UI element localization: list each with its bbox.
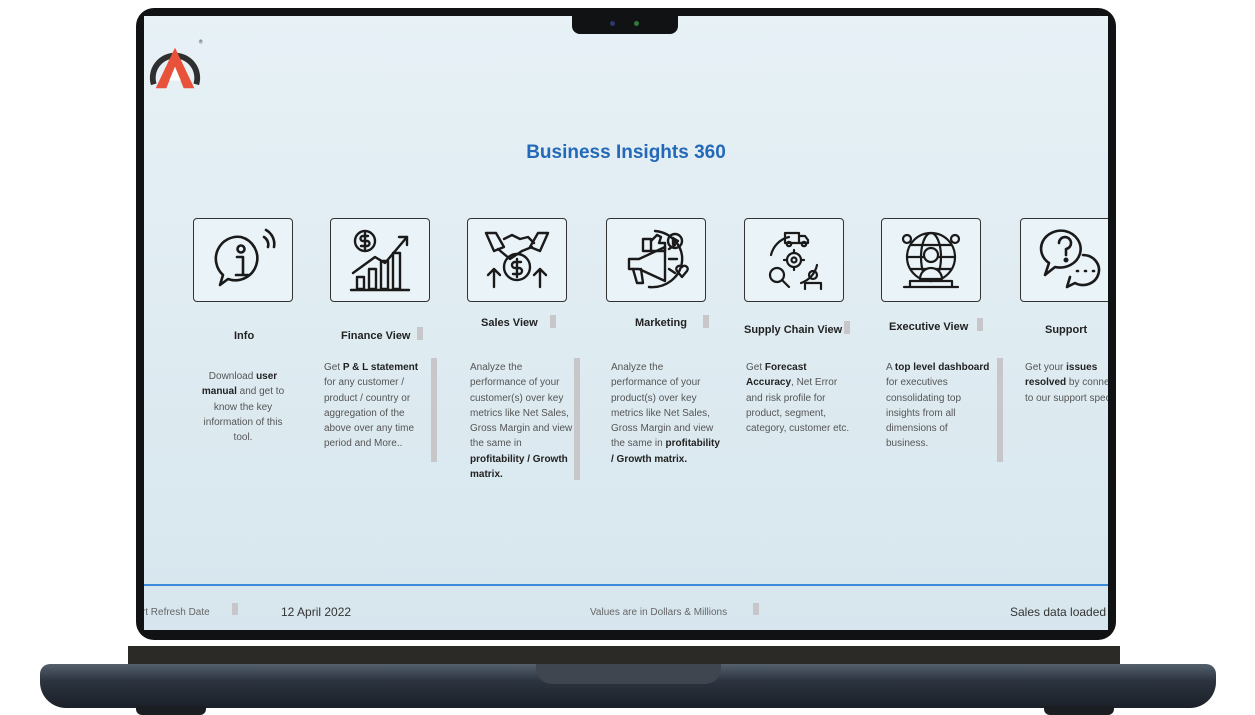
support-chat-icon [1039, 229, 1101, 289]
refresh-date-label: Report Refresh Date [144, 607, 210, 618]
scrollbar[interactable] [550, 315, 556, 328]
executive-view-button[interactable] [881, 218, 981, 302]
finance-view-title: Finance View [341, 330, 411, 342]
info-button[interactable] [193, 218, 293, 302]
camera-light-icon [634, 21, 639, 26]
sales-view-description: Analyze the performance of your customer… [470, 362, 573, 481]
svg-text:®: ® [198, 39, 203, 46]
info-title: Info [234, 330, 255, 342]
scrollbar[interactable] [417, 327, 423, 340]
scrollbar[interactable] [977, 318, 983, 331]
supply-chain-view-title: Supply Chain View [744, 324, 843, 336]
support-description: Get your issues resolved by connecting t… [1025, 362, 1108, 404]
scrollbar[interactable] [753, 603, 759, 615]
footer-divider [144, 584, 1108, 586]
marketing-title: Marketing [635, 317, 687, 329]
laptop-foot [136, 706, 206, 715]
executive-view-title: Executive View [889, 321, 969, 333]
scrollbar[interactable] [431, 358, 437, 462]
supply-chain-view-description: Get Forecast Accuracy, Net Error and ris… [746, 362, 850, 435]
laptop-foot [1044, 706, 1114, 715]
laptop-opening-notch [536, 664, 721, 684]
values-note: Values are in Dollars & Millions [590, 607, 728, 618]
info-description: Download user manual and get to know the… [201, 371, 285, 444]
sales-view-title: Sales View [481, 317, 538, 329]
dashboard-screen: ® Business Insights 360 Info Download us… [144, 16, 1108, 630]
laptop-hinge [128, 646, 1120, 668]
scrollbar[interactable] [703, 315, 709, 328]
atliq-logo-icon: ® [149, 39, 203, 89]
page-title: Business Insights 360 [526, 142, 726, 163]
support-title: Support [1045, 324, 1088, 336]
executive-globe-icon [901, 231, 961, 289]
sales-handshake-icon [484, 231, 550, 289]
info-icon [214, 228, 276, 287]
finance-view-button[interactable] [330, 218, 430, 302]
scrollbar[interactable] [232, 603, 238, 615]
sales-view-button[interactable] [467, 218, 567, 302]
sales-data-status: Sales data loaded [1010, 605, 1107, 619]
supply-chain-view-button[interactable] [744, 218, 844, 302]
finance-view-description: Get P & L statement for any customer / p… [324, 362, 419, 450]
finance-growth-icon [349, 229, 411, 292]
refresh-date-value: 12 April 2022 [281, 605, 352, 619]
scrollbar[interactable] [997, 358, 1003, 462]
marketing-description: Analyze the performance of your product(… [611, 362, 720, 465]
marketing-megaphone-icon [627, 229, 689, 289]
camera-notch [572, 14, 678, 34]
scrollbar[interactable] [844, 321, 850, 334]
camera-icon [610, 21, 615, 26]
executive-view-description: A top level dashboard for executives con… [886, 362, 990, 450]
supply-chain-icon [768, 231, 823, 291]
support-button[interactable] [1020, 218, 1108, 302]
marketing-button[interactable] [606, 218, 706, 302]
scrollbar[interactable] [574, 358, 580, 480]
